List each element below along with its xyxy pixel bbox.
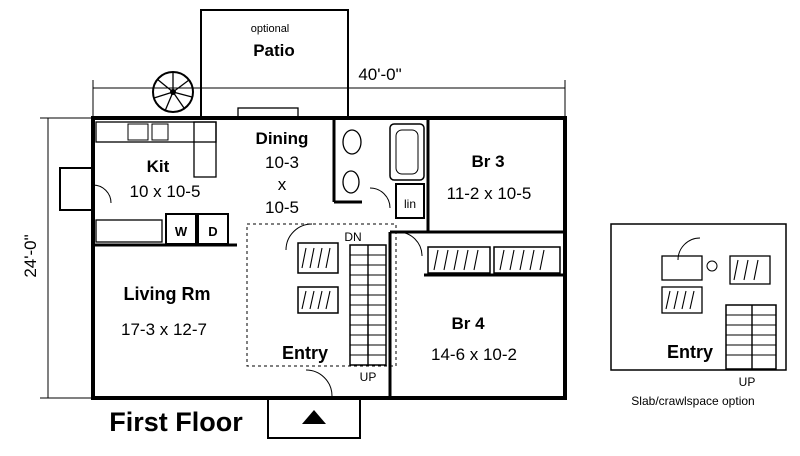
bedroom4-size: 14-6 x 10-2 <box>431 345 517 364</box>
bedroom3-size: 11-2 x 10-5 <box>447 184 532 203</box>
width-dimension: 40'-0" <box>358 65 401 84</box>
front-step <box>267 397 361 439</box>
crawlspace-option <box>610 223 787 371</box>
bathroom-fixtures <box>342 123 425 194</box>
living-room-label: Living Rm <box>123 284 210 304</box>
patio-area <box>200 9 349 118</box>
dining-label: Dining <box>256 129 309 148</box>
dining-size-2: 10-5 <box>265 198 299 217</box>
floor-title: First Floor <box>109 407 243 437</box>
option-entry-label: Entry <box>667 342 713 362</box>
bedroom3-label: Br 3 <box>471 152 504 171</box>
stairs-down-label: DN <box>344 230 361 244</box>
entry-area <box>246 223 397 367</box>
doors <box>285 187 423 397</box>
kitchen-counters <box>95 121 217 243</box>
living-room-size: 17-3 x 12-7 <box>121 320 207 339</box>
entry-label: Entry <box>282 343 328 363</box>
kitchen-bumpout <box>59 167 112 211</box>
dryer-label: D <box>208 224 217 239</box>
stairs-up-label: UP <box>360 370 377 384</box>
stairs <box>349 244 387 366</box>
dining-window <box>237 107 299 119</box>
option-up-label: UP <box>739 375 756 389</box>
dimension-lines <box>40 80 566 399</box>
washer-label: W <box>175 224 188 239</box>
linen-label: lin <box>404 197 416 211</box>
patio-note: optional <box>251 23 290 35</box>
patio-label: Patio <box>253 41 295 60</box>
dryer: D <box>197 213 229 245</box>
closets <box>297 242 561 314</box>
spiral-stair-icon <box>152 71 194 113</box>
dining-size-1: 10-3 <box>265 153 299 172</box>
dining-size-x: x <box>278 175 287 194</box>
kitchen-size: 10 x 10-5 <box>130 182 201 201</box>
bedroom4-label: Br 4 <box>451 314 485 333</box>
option-caption: Slab/crawlspace option <box>631 394 754 408</box>
kitchen-label: Kit <box>147 157 170 176</box>
washer: W <box>165 213 197 245</box>
depth-dimension: 24'-0" <box>21 234 40 277</box>
